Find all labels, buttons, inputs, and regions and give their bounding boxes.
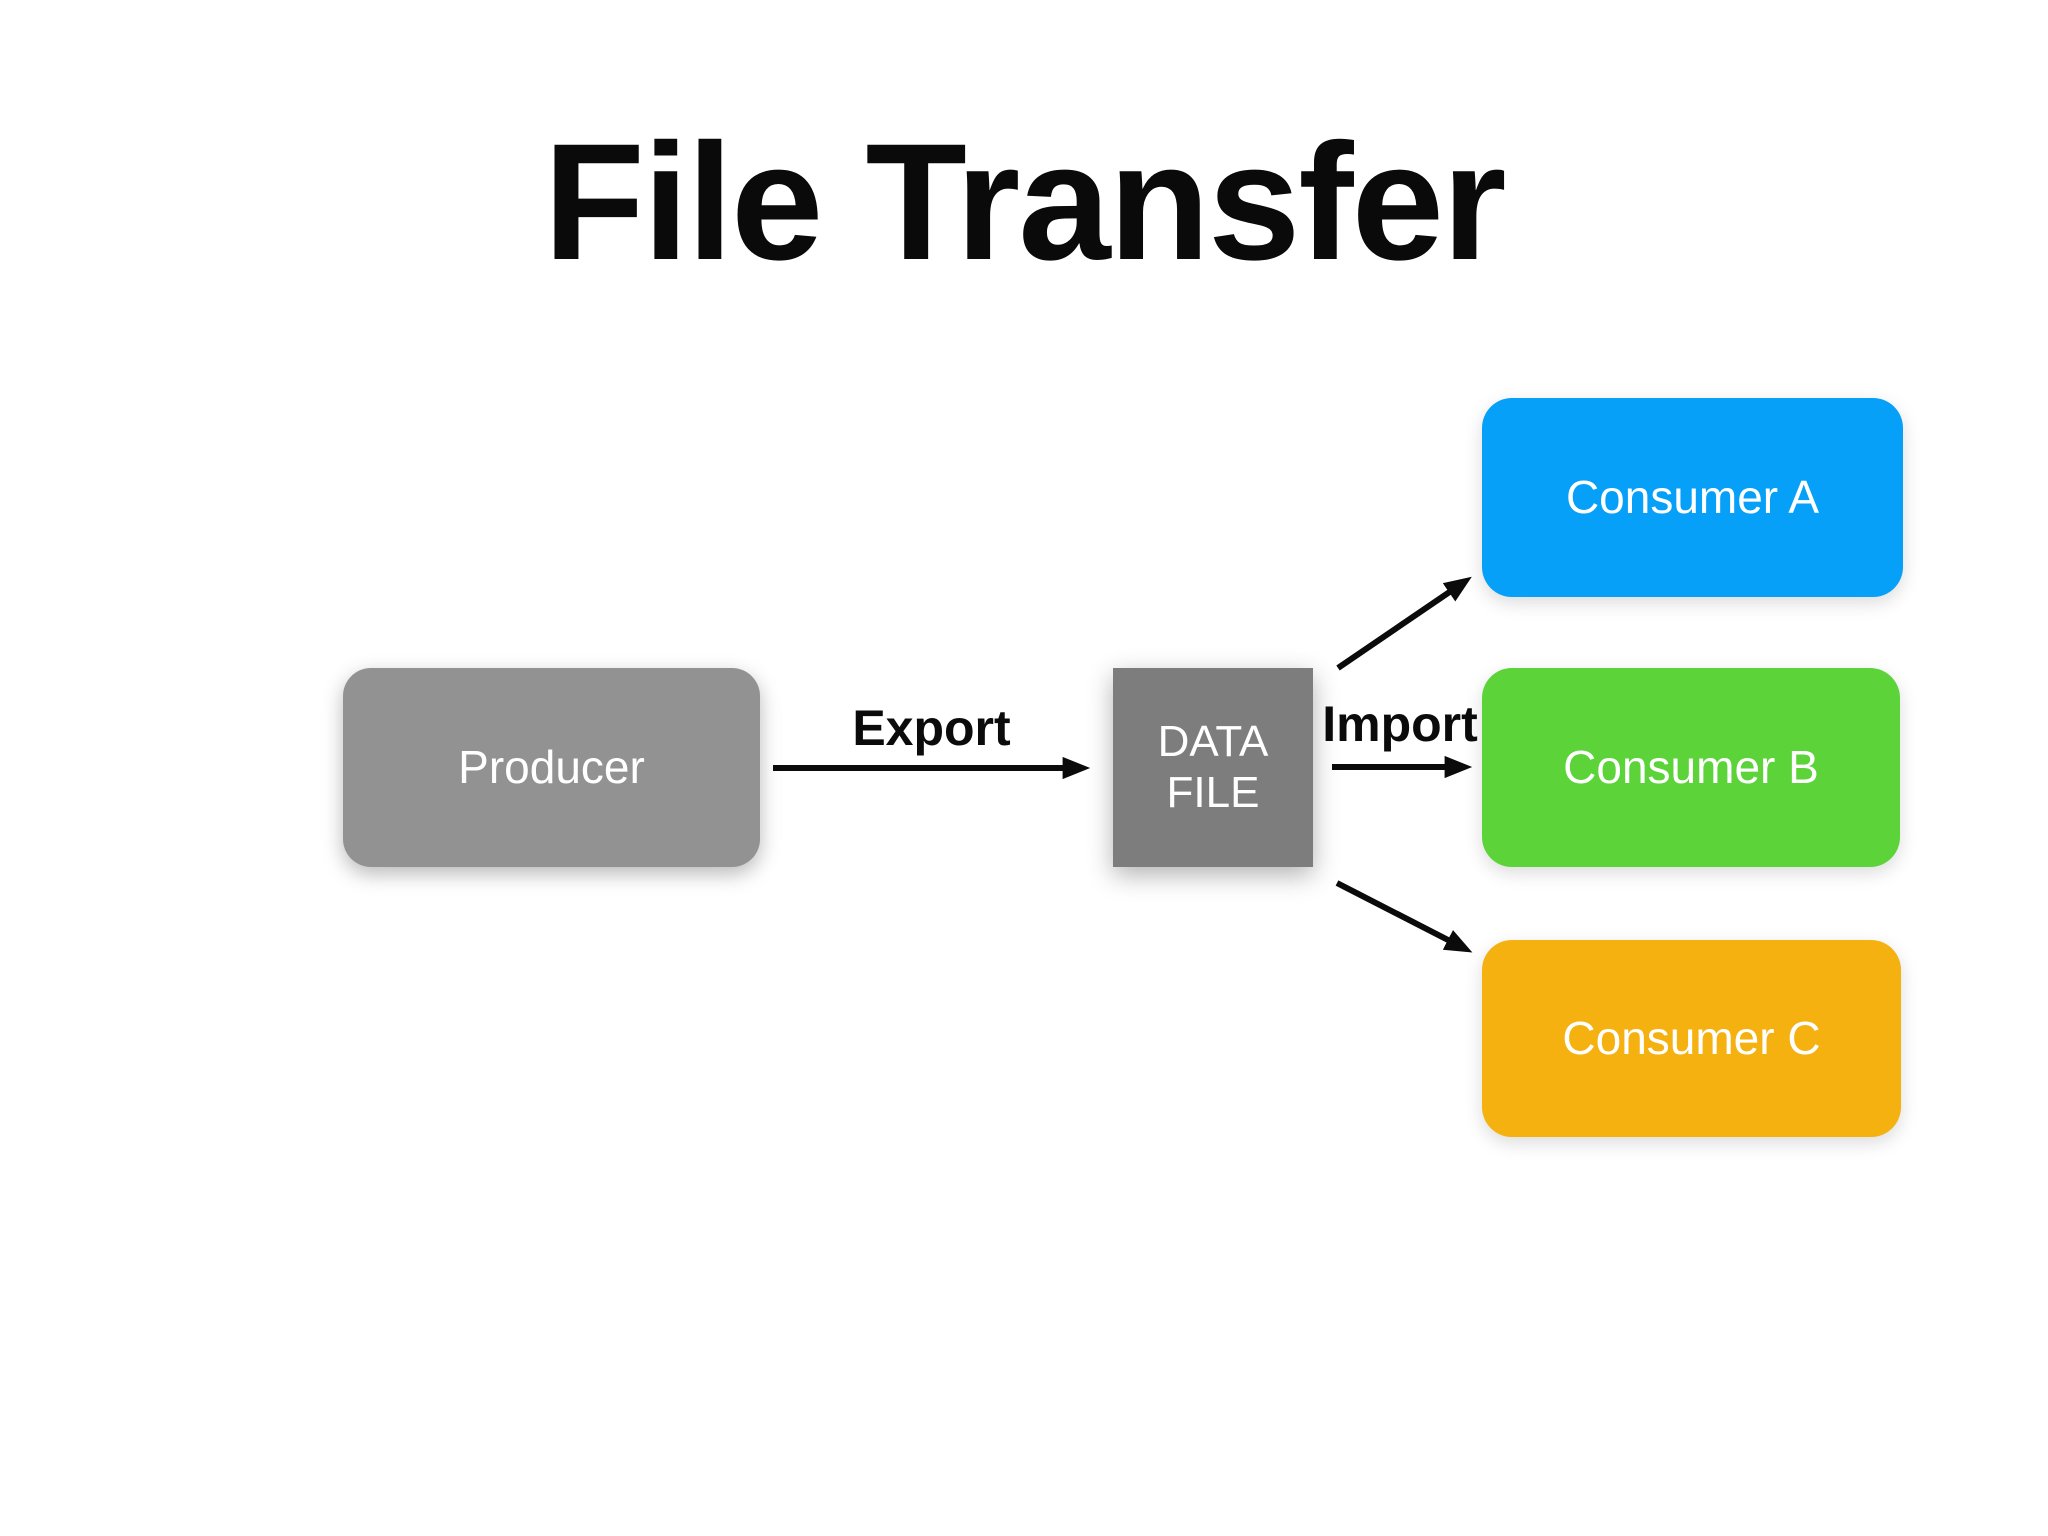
consumer-c-label: Consumer C: [1562, 1012, 1821, 1065]
export-arrow-label: Export: [852, 700, 1011, 756]
data-file-label-line2: FILE: [1166, 767, 1260, 817]
arrow-to-consumer-a: [1336, 576, 1472, 671]
diagram-title: File Transfer: [543, 110, 1506, 295]
arrow-to-consumer-c: [1335, 880, 1473, 953]
data-file-node: DATA FILE: [1113, 668, 1313, 867]
import-arrow-label: Import: [1322, 696, 1478, 752]
consumer-c-node: Consumer C: [1482, 940, 1901, 1137]
consumer-b-node: Consumer B: [1482, 668, 1900, 867]
data-file-label-line1: DATA: [1157, 716, 1269, 766]
producer-label: Producer: [458, 741, 645, 794]
consumer-a-label: Consumer A: [1565, 471, 1820, 524]
consumer-b-label: Consumer B: [1563, 741, 1819, 794]
producer-node: Producer: [343, 668, 760, 867]
consumer-a-node: Consumer A: [1482, 398, 1903, 597]
